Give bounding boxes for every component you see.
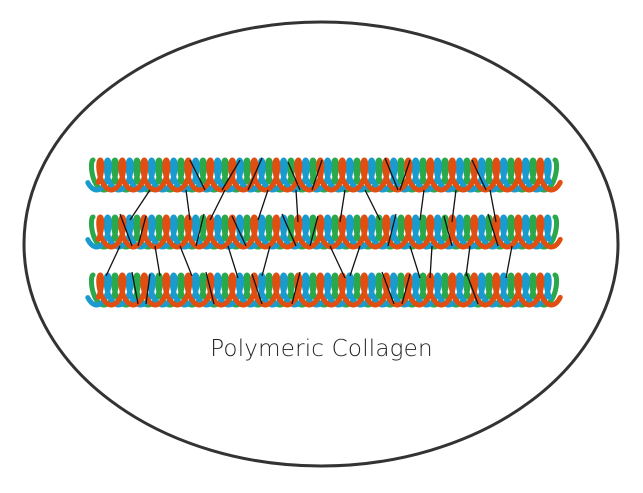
crosslink-line xyxy=(131,271,139,305)
outline-ellipse xyxy=(22,20,620,468)
crosslink-line xyxy=(145,273,151,305)
crosslink-line xyxy=(349,245,361,277)
strand-blue-2 xyxy=(85,214,553,250)
diagram-caption: Polymeric Collagen xyxy=(210,336,433,362)
crosslink-line xyxy=(329,245,346,279)
crosslink-line xyxy=(154,245,161,277)
crosslink-line xyxy=(429,245,433,279)
crosslinks-group xyxy=(105,157,513,305)
crosslink-line xyxy=(505,245,513,279)
crosslink-line xyxy=(295,189,299,223)
crosslink-line xyxy=(247,157,263,191)
fibril-3 xyxy=(85,272,563,308)
crosslink-line xyxy=(311,159,323,191)
strand-red-2 xyxy=(95,214,563,250)
crosslink-line xyxy=(387,213,397,247)
crosslink-line xyxy=(205,271,215,305)
fibril-2 xyxy=(85,214,563,250)
crosslink-line xyxy=(401,273,411,305)
crosslink-line xyxy=(209,189,226,221)
crosslink-line xyxy=(409,245,421,279)
crosslink-line xyxy=(137,215,147,247)
crosslink-line xyxy=(465,245,471,277)
crosslink-line xyxy=(261,245,271,277)
crosslink-line xyxy=(443,215,453,247)
crosslink-line xyxy=(399,159,411,191)
crosslink-line xyxy=(119,213,133,247)
strand-blue-3 xyxy=(85,272,553,308)
crosslink-line xyxy=(451,189,457,223)
crosslink-line xyxy=(384,157,399,191)
crosslink-line xyxy=(185,189,191,221)
crosslink-line xyxy=(105,245,121,277)
crosslink-line xyxy=(179,245,193,277)
crosslink-line xyxy=(227,245,239,279)
fibril-1 xyxy=(85,157,563,193)
fibrils-group xyxy=(85,157,563,308)
crosslink-line xyxy=(129,189,151,221)
crosslink-line xyxy=(339,189,346,223)
crosslink-line xyxy=(189,159,206,191)
crosslink-line xyxy=(291,271,301,305)
crosslink-line xyxy=(195,213,205,247)
strand-blue-1 xyxy=(85,157,553,193)
crosslink-line xyxy=(221,159,241,191)
crosslink-line xyxy=(309,215,319,247)
crosslink-line xyxy=(364,189,381,221)
crosslink-line xyxy=(281,213,297,247)
crosslink-line xyxy=(419,189,425,221)
strand-red-3 xyxy=(95,272,563,308)
crosslink-line xyxy=(381,271,395,305)
strand-green-1 xyxy=(88,157,560,193)
crosslink-line xyxy=(471,159,487,191)
strand-green-3 xyxy=(88,272,560,308)
crosslink-line xyxy=(287,161,301,191)
crosslink-line xyxy=(487,213,499,247)
crosslink-line xyxy=(251,273,263,305)
strand-green-2 xyxy=(88,214,560,250)
crosslink-line xyxy=(257,189,269,221)
crosslink-line xyxy=(489,189,497,223)
crosslink-line xyxy=(231,215,247,247)
crosslink-line xyxy=(465,271,479,305)
